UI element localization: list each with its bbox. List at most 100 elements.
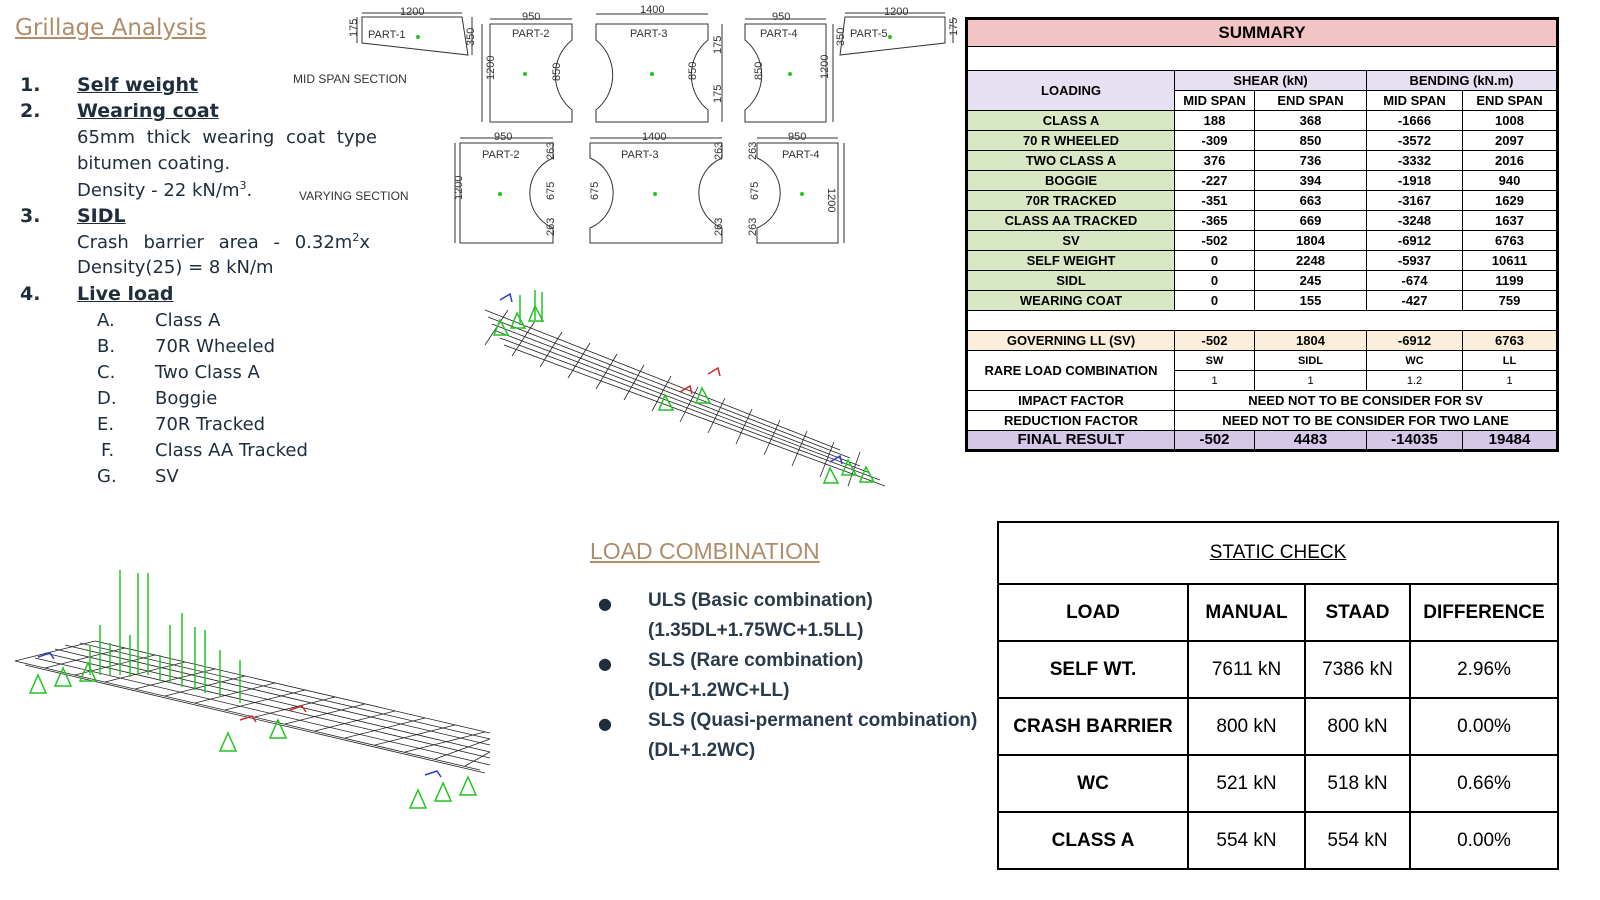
list-item: Two Class A (155, 362, 260, 383)
section-drawings: PART-1 1200 175 350 PART-2 950 1200 850 … (348, 4, 960, 244)
svg-text:PART-4: PART-4 (782, 149, 820, 161)
svg-text:1200: 1200 (884, 6, 908, 18)
sub-mid-span: MID SPAN (1174, 90, 1255, 111)
svg-text:1400: 1400 (642, 131, 666, 143)
list-item-letter: C. (97, 362, 116, 383)
svg-text:850: 850 (551, 63, 563, 81)
col-shear: SHEAR (kN) (1174, 70, 1367, 91)
item-number: 3. (20, 205, 41, 227)
item-heading-sidl: SIDL (77, 205, 126, 227)
svg-text:PART-2: PART-2 (482, 149, 520, 161)
part3-vary-outline (589, 142, 723, 244)
svg-text:1200: 1200 (485, 56, 497, 80)
part4-vary-outline (756, 142, 839, 244)
col-loading: LOADING (966, 70, 1175, 111)
list-item: SV (155, 466, 179, 487)
bullet-icon: ● (598, 714, 612, 733)
sls-quasi-label: SLS (Quasi-permanent combination) (648, 710, 978, 731)
sub-end-span: END SPAN (1462, 90, 1558, 111)
sls-quasi-formula: (DL+1.2WC) (648, 740, 756, 761)
svg-text:350: 350 (835, 28, 847, 46)
grillage-model-top (484, 290, 886, 487)
sidl-line-2: Density(25) = 8 kN/m (77, 257, 274, 278)
svg-text:PART-3: PART-3 (621, 149, 659, 161)
wearing-coat-line-1: 65mm thick wearing coat type (77, 127, 377, 148)
item-number: 2. (20, 100, 41, 122)
svg-text:950: 950 (494, 131, 512, 143)
svg-text:263: 263 (713, 142, 725, 160)
sidl-line-1: Crash barrier area - 0.32m2x (77, 231, 370, 253)
list-item: Boggie (155, 388, 218, 409)
sub-mid-span: MID SPAN (1366, 90, 1463, 111)
list-item-letter: A. (97, 310, 115, 331)
list-item-letter: G. (97, 466, 117, 487)
item-number: 1. (20, 74, 41, 96)
svg-text:263: 263 (545, 218, 557, 236)
item-heading-live-load: Live load (77, 283, 174, 305)
list-item: Class AA Tracked (155, 440, 308, 461)
svg-text:PART-3: PART-3 (630, 28, 668, 40)
svg-text:350: 350 (465, 28, 477, 46)
svg-text:1200: 1200 (825, 188, 837, 212)
part1-outline (361, 16, 469, 56)
svg-text:675: 675 (589, 182, 601, 200)
svg-text:950: 950 (772, 11, 790, 23)
item-heading-wearing-coat: Wearing coat (77, 100, 219, 122)
col-bending: BENDING (kN.m) (1366, 70, 1558, 91)
bullet-icon: ● (598, 654, 612, 673)
wearing-coat-density: Density - 22 kN/m3. (77, 179, 253, 201)
item-heading-self-weight: Self weight (77, 74, 199, 96)
part3-mid-outline (595, 23, 709, 123)
svg-text:675: 675 (545, 182, 557, 200)
svg-text:950: 950 (788, 131, 806, 143)
svg-text:263: 263 (747, 142, 759, 160)
summary-table: SUMMARY LOADING SHEAR (kN) BENDING (kN.m… (965, 17, 1559, 452)
svg-text:PART-2: PART-2 (512, 28, 550, 40)
sls-rare-formula: (DL+1.2WC+LL) (648, 680, 790, 701)
grillage-model-bottom (14, 570, 491, 809)
static-check-table: STATIC CHECK LOAD MANUAL STAAD DIFFERENC… (997, 521, 1559, 870)
list-item-letter: E. (97, 414, 115, 435)
bullet-icon: ● (598, 594, 612, 613)
svg-text:263: 263 (713, 218, 725, 236)
svg-text:175: 175 (948, 18, 960, 36)
svg-text:675: 675 (749, 182, 761, 200)
list-item-letter: F. (101, 440, 115, 461)
list-item-letter: D. (97, 388, 117, 409)
svg-text:950: 950 (522, 11, 540, 23)
svg-text:PART-1: PART-1 (368, 29, 406, 41)
svg-text:PART-5: PART-5 (850, 28, 888, 40)
svg-text:263: 263 (747, 218, 759, 236)
wearing-coat-line-2: bitumen coating. (77, 153, 231, 174)
uls-combination-formula: (1.35DL+1.75WC+1.5LL) (648, 620, 864, 641)
varying-section-label: VARYING SECTION (299, 189, 409, 203)
svg-text:850: 850 (687, 62, 699, 80)
svg-text:1200: 1200 (453, 176, 465, 200)
svg-text:1400: 1400 (640, 4, 664, 16)
sls-rare-label: SLS (Rare combination) (648, 650, 864, 671)
svg-text:175: 175 (348, 19, 360, 37)
uls-combination-label: ULS (Basic combination) (648, 590, 873, 611)
list-item: 70R Tracked (155, 414, 266, 435)
part5-outline (839, 16, 946, 56)
svg-text:263: 263 (545, 142, 557, 160)
